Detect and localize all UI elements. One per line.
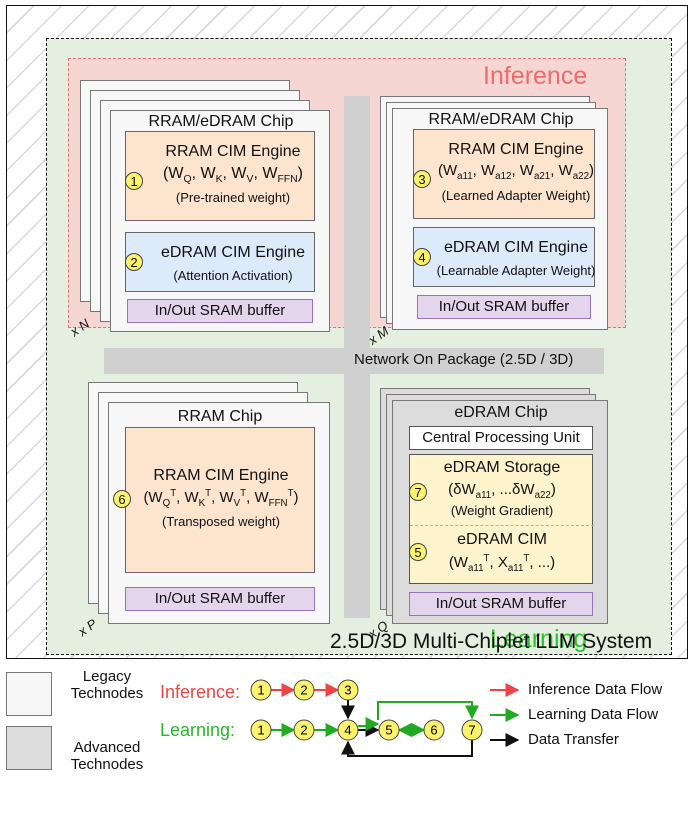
rram-cim-engine-1: RRAM CIM Engine (WQ, WK, WV, WFFN) (Pre-… bbox=[125, 131, 315, 221]
svg-text:4: 4 bbox=[344, 723, 351, 738]
step-6-marker: 6 bbox=[113, 490, 131, 508]
engine-subtitle: (Learnable Adapter Weight) bbox=[436, 263, 596, 278]
step-2-marker: 2 bbox=[125, 253, 143, 271]
svg-text:1: 1 bbox=[257, 723, 264, 738]
svg-text:2: 2 bbox=[300, 683, 307, 698]
inference-region-label: Inference bbox=[483, 62, 588, 90]
rram-chip: RRAM Chip RRAM CIM Engine (WQT, WKT, WVT… bbox=[108, 402, 330, 624]
learning-flow-label: Learning: bbox=[160, 720, 236, 740]
flow-arrow-5-7 bbox=[377, 701, 479, 720]
central-processing-unit: Central Processing Unit bbox=[409, 426, 593, 450]
inference-flow-label: Inference: bbox=[160, 682, 241, 702]
advanced-technodes-label: Advanced Technodes bbox=[70, 739, 144, 773]
svg-text:1: 1 bbox=[257, 683, 264, 698]
system-label: 2.5D/3D Multi-Chiplet LLM System bbox=[330, 630, 653, 653]
rram-cim-engine-3: RRAM CIM Engine (Wa11, Wa12, Wa21, Wa22)… bbox=[413, 129, 595, 219]
flow-node: 2 bbox=[293, 679, 315, 701]
engine-title: RRAM CIM Engine bbox=[153, 467, 289, 484]
flow-node: 4 bbox=[337, 719, 359, 741]
advanced-technodes-swatch bbox=[6, 726, 52, 770]
engine-title: eDRAM CIM Engine bbox=[160, 244, 306, 261]
learning-region-label: Learning bbox=[490, 625, 588, 653]
step-3-marker: 3 bbox=[413, 170, 431, 188]
chip-title: RRAM Chip bbox=[177, 408, 263, 425]
cim-formula: (Wa11T, Xa11T, ...) bbox=[448, 553, 556, 574]
noc-vertical-bus bbox=[344, 96, 370, 618]
chip-title: RRAM/eDRAM Chip bbox=[148, 113, 294, 130]
engine-formula: (WQT, WKT, WVT, WFFNT) bbox=[143, 488, 299, 509]
chip-title: RRAM/eDRAM Chip bbox=[428, 111, 574, 128]
rram-edram-chip-right: RRAM/eDRAM Chip RRAM CIM Engine (Wa11, W… bbox=[392, 108, 608, 330]
learning-data-flow-label: Learning Data Flow bbox=[528, 706, 659, 723]
step-5-marker: 5 bbox=[409, 543, 427, 561]
flow-node: 2 bbox=[293, 719, 315, 741]
engine-title: RRAM CIM Engine bbox=[448, 141, 584, 158]
storage-title: eDRAM Storage bbox=[443, 459, 561, 476]
step-4-marker: 4 bbox=[413, 248, 431, 266]
inference-data-flow-label: Inference Data Flow bbox=[528, 681, 663, 698]
flow-node: 5 bbox=[378, 719, 400, 741]
svg-text:7: 7 bbox=[468, 723, 475, 738]
engine-title: RRAM CIM Engine bbox=[165, 143, 301, 160]
engine-title: eDRAM CIM Engine bbox=[443, 239, 589, 256]
flow-arrow-7-4 bbox=[341, 740, 473, 757]
storage-subtitle: (Weight Gradient) bbox=[450, 503, 554, 518]
svg-text:6: 6 bbox=[430, 723, 437, 738]
svg-text:2: 2 bbox=[300, 723, 307, 738]
edram-storage-cim-block: eDRAM Storage (δWa11, ...δWa22) (Weight … bbox=[409, 454, 594, 584]
sram-buffer: In/Out SRAM buffer bbox=[125, 587, 315, 611]
engine-subtitle: (Transposed weight) bbox=[161, 514, 280, 529]
chip-title: eDRAM Chip bbox=[454, 404, 548, 421]
sram-buffer: In/Out SRAM buffer bbox=[127, 299, 313, 323]
svg-text:3: 3 bbox=[344, 683, 351, 698]
flow-arrow-4-5-learning bbox=[358, 717, 380, 731]
flow-node: 7 bbox=[461, 719, 483, 741]
engine-subtitle: (Learned Adapter Weight) bbox=[441, 188, 591, 203]
sram-buffer: In/Out SRAM buffer bbox=[417, 295, 591, 319]
edram-cim-engine-4: eDRAM CIM Engine (Learnable Adapter Weig… bbox=[413, 227, 595, 287]
sram-buffer: In/Out SRAM buffer bbox=[409, 592, 593, 616]
edram-cim-engine-2: eDRAM CIM Engine (Attention Activation) … bbox=[125, 232, 315, 292]
step-1-marker: 1 bbox=[125, 172, 143, 190]
engine-formula: (WQ, WK, WV, WFFN) bbox=[163, 165, 303, 186]
data-transfer-label: Data Transfer bbox=[528, 731, 619, 748]
svg-text:5: 5 bbox=[385, 723, 392, 738]
rram-cim-engine-6: RRAM CIM Engine (WQT, WKT, WVT, WFFNT) (… bbox=[113, 427, 315, 573]
cim-title: eDRAM CIM bbox=[457, 531, 547, 548]
flow-node: 6 bbox=[423, 719, 445, 741]
flow-node: 1 bbox=[250, 719, 272, 741]
storage-formula: (δWa11, ...δWa22) bbox=[448, 481, 556, 501]
noc-label: Network On Package (2.5D / 3D) bbox=[354, 351, 574, 368]
engine-subtitle: (Attention Activation) bbox=[173, 268, 293, 283]
engine-formula: (Wa11, Wa12, Wa21, Wa22) bbox=[437, 162, 595, 182]
rram-edram-chip-left: RRAM/eDRAM Chip RRAM CIM Engine (WQ, WK,… bbox=[110, 110, 330, 332]
legacy-technodes-label: Legacy Technodes bbox=[70, 668, 144, 702]
data-flow-diagram: 1 2 3 1 2 4 5 6 7 bbox=[250, 679, 520, 757]
edram-chip: eDRAM Chip Central Processing Unit eDRAM… bbox=[392, 400, 608, 624]
engine-subtitle: (Pre-trained weight) bbox=[175, 190, 291, 205]
legacy-technodes-swatch bbox=[6, 672, 52, 716]
flow-node: 1 bbox=[250, 679, 272, 701]
storage-cim-divider bbox=[410, 525, 594, 526]
step-7-marker: 7 bbox=[409, 483, 427, 501]
flow-node: 3 bbox=[337, 679, 359, 701]
